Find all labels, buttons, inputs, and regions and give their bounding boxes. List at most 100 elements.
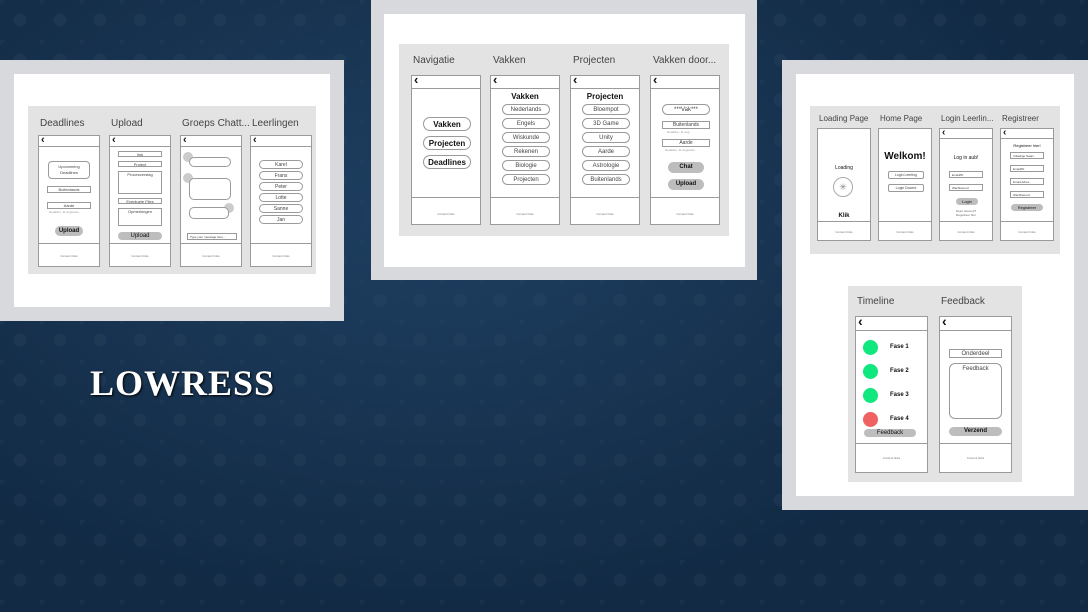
back-icon[interactable]: ‹ bbox=[942, 316, 947, 329]
footer-links: Content links bbox=[896, 230, 914, 234]
vak-item[interactable]: Biologie bbox=[502, 160, 550, 171]
right-slide-card: Loading Page Home Page Login Leerlin... … bbox=[782, 60, 1088, 510]
deadline-item-aarde[interactable]: Aarde bbox=[662, 139, 710, 147]
register-button[interactable]: Registreer bbox=[1011, 204, 1043, 211]
footer-links: Content links bbox=[60, 254, 78, 258]
vak-item[interactable]: Projecten bbox=[502, 174, 550, 185]
subject-field[interactable]: Onderdeel bbox=[949, 349, 1002, 358]
phase-status-dot bbox=[863, 412, 878, 427]
login-teacher-button[interactable]: Login Docent bbox=[888, 184, 924, 192]
student-item[interactable]: Jan bbox=[259, 215, 303, 224]
col-title-feedback: Feedback bbox=[941, 296, 985, 307]
student-item[interactable]: Frans bbox=[259, 171, 303, 180]
login-button[interactable]: Login bbox=[956, 198, 978, 205]
footer-links: Content links bbox=[966, 456, 985, 460]
project-item[interactable]: Bloempot bbox=[582, 104, 630, 115]
student-item[interactable]: Peter bbox=[259, 182, 303, 191]
login-student-button[interactable]: Login Leerling bbox=[888, 171, 924, 179]
col-title-loading: Loading Page bbox=[819, 114, 869, 123]
fullname-field[interactable]: Volledige Naam bbox=[1010, 152, 1044, 159]
project-item[interactable]: Buitenlands bbox=[582, 174, 630, 185]
center-slide-inner: Navigatie Vakken Projecten Vakken door..… bbox=[384, 14, 745, 267]
project-item[interactable]: 3D Game bbox=[582, 118, 630, 129]
welcome-title: Welkom! bbox=[884, 151, 926, 162]
col-title-home: Home Page bbox=[880, 114, 923, 123]
center-slide-card: Navigatie Vakken Projecten Vakken door..… bbox=[371, 0, 757, 280]
project-item[interactable]: Astrologie bbox=[582, 160, 630, 171]
student-item[interactable]: Karel bbox=[259, 160, 303, 169]
upload-button[interactable]: Upload bbox=[55, 226, 83, 236]
upload-process-field[interactable]: Procesverslag bbox=[118, 171, 162, 194]
no-account-text: Geen account? bbox=[955, 209, 977, 213]
phone-vakken: ‹ Vakken Nederlands Engels Wiskunde Reke… bbox=[490, 75, 560, 225]
phone-loading: Loading ✳ Klik Content links bbox=[817, 128, 871, 241]
footer-links: Content links bbox=[835, 230, 853, 234]
upload-submit-button[interactable]: Upload bbox=[118, 232, 162, 240]
deadline-item-aarde[interactable]: Aarde bbox=[47, 202, 91, 209]
nav-projecten-button[interactable]: Projecten bbox=[423, 136, 471, 150]
email-address-field[interactable]: Email-Adres bbox=[1010, 178, 1044, 185]
deadline-item-buitenlands[interactable]: Buitenlands bbox=[47, 186, 91, 193]
vak-item[interactable]: Engels bbox=[502, 118, 550, 129]
left-slide-inner: Deadlines Upload Groeps Chatt... Leerlin… bbox=[14, 74, 330, 307]
email-id-field[interactable]: Email/ID bbox=[1010, 165, 1044, 172]
phone-navigatie: ‹ Vakken Projecten Deadlines Content lin… bbox=[411, 75, 481, 225]
student-item[interactable]: Lotte bbox=[259, 193, 303, 202]
col-title-vakken: Vakken bbox=[493, 55, 526, 66]
slide-title: LOWRESS bbox=[90, 363, 276, 403]
phase-status-dot bbox=[863, 364, 878, 379]
upload-link-field[interactable]: link bbox=[118, 151, 162, 157]
email-field[interactable]: Email/ID bbox=[949, 171, 983, 178]
chat-bubble bbox=[189, 178, 231, 200]
vak-item[interactable]: Rekenen bbox=[502, 146, 550, 157]
register-title: Registreer hier! bbox=[1013, 143, 1041, 148]
klik-button[interactable]: Klik bbox=[838, 213, 850, 219]
upload-files-field[interactable]: Eventuele Files bbox=[118, 198, 162, 204]
footer-links: Content links bbox=[272, 254, 290, 258]
phone-login: ‹ Log in aub! Email/ID Wachtwoord Login … bbox=[939, 128, 993, 241]
back-icon[interactable]: ‹ bbox=[414, 75, 419, 87]
footer-links: Content links bbox=[882, 456, 901, 460]
deadline-note: Deadline: 11 Augustus bbox=[49, 210, 79, 214]
back-icon[interactable]: ‹ bbox=[858, 316, 863, 329]
back-icon[interactable]: ‹ bbox=[493, 75, 498, 87]
send-button[interactable]: Verzend bbox=[949, 427, 1002, 436]
upload-button[interactable]: Upload bbox=[668, 179, 704, 190]
nav-vakken-button[interactable]: Vakken bbox=[423, 117, 471, 131]
chat-button[interactable]: Chat bbox=[668, 162, 704, 173]
upload-project-field[interactable]: Project bbox=[118, 161, 162, 167]
password-field[interactable]: Wachtwoord bbox=[1010, 191, 1044, 198]
phone-students: ‹ Karel Frans Peter Lotte Sanne Jan Cont… bbox=[250, 135, 312, 267]
center-wireframe-board: Navigatie Vakken Projecten Vakken door..… bbox=[399, 44, 729, 236]
project-item[interactable]: Aarde bbox=[582, 146, 630, 157]
feedback-button[interactable]: Feedback bbox=[864, 429, 916, 437]
footer-links: Content links bbox=[1018, 230, 1036, 234]
back-icon[interactable]: ‹ bbox=[1003, 128, 1007, 138]
chat-input[interactable]: Type your message here... bbox=[187, 233, 237, 240]
deadline-item-buitenlands[interactable]: Buitenlands bbox=[662, 121, 710, 129]
vak-item[interactable]: Nederlands bbox=[502, 104, 550, 115]
right-top-wireframe-board: Loading Page Home Page Login Leerlin... … bbox=[810, 106, 1060, 254]
upload-remarks-field[interactable]: Opmerkingen bbox=[118, 208, 162, 226]
back-icon[interactable]: ‹ bbox=[253, 135, 257, 146]
deadline-note: Deadline: 11 Augustus bbox=[665, 148, 695, 152]
phone-vakken-door: ‹ ***Vak*** Buitenlands Deadline: 11 aug… bbox=[650, 75, 720, 225]
phase-status-dot bbox=[863, 340, 878, 355]
back-icon[interactable]: ‹ bbox=[573, 75, 578, 87]
password-field[interactable]: Wachtwoord bbox=[949, 184, 983, 191]
vak-item[interactable]: Wiskunde bbox=[502, 132, 550, 143]
back-icon[interactable]: ‹ bbox=[942, 128, 946, 138]
register-link[interactable]: Registreer hier bbox=[956, 213, 976, 217]
back-icon[interactable]: ‹ bbox=[183, 135, 187, 146]
feedback-textarea[interactable]: Feedback bbox=[949, 363, 1002, 419]
back-icon[interactable]: ‹ bbox=[41, 135, 45, 146]
phone-timeline: ‹ Fase 1 Fase 2 Fase 3 Fase 4 Feedback C… bbox=[855, 316, 928, 473]
project-item[interactable]: Unity bbox=[582, 132, 630, 143]
student-item[interactable]: Sanne bbox=[259, 204, 303, 213]
back-icon[interactable]: ‹ bbox=[112, 135, 116, 146]
loading-spinner-icon: ✳ bbox=[833, 177, 853, 197]
back-icon[interactable]: ‹ bbox=[653, 75, 658, 87]
footer-links: Content links bbox=[202, 254, 220, 258]
col-title-deadlines: Deadlines bbox=[40, 118, 85, 129]
nav-deadlines-button[interactable]: Deadlines bbox=[423, 155, 471, 169]
